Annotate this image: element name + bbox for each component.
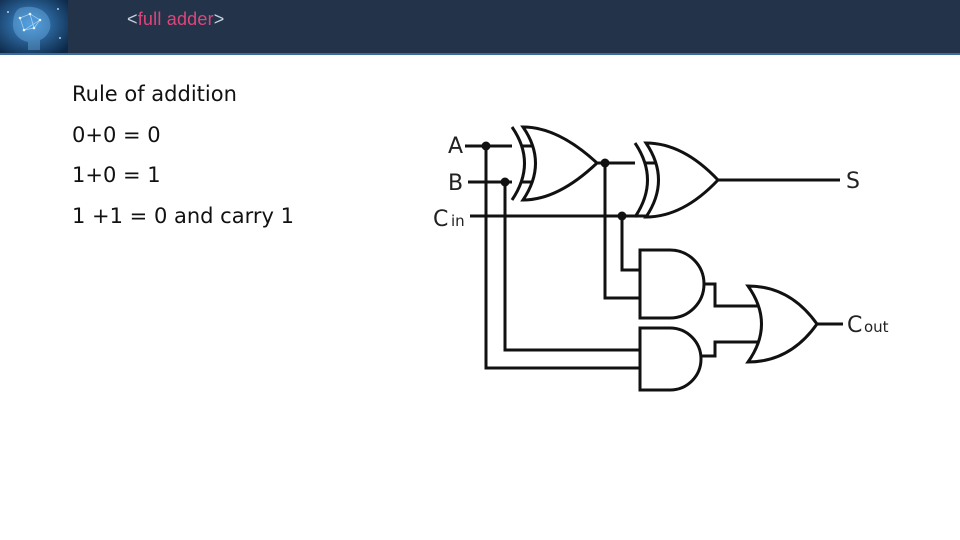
addition-rules: Rule of addition 0+0 = 0 1+0 = 1 1 +1 = … — [72, 78, 294, 240]
xor-gate-2 — [633, 141, 721, 219]
junction-dot — [500, 177, 510, 187]
and-gate-1 — [638, 248, 706, 320]
brain-logo-icon — [0, 0, 68, 53]
output-label-cout-sub: out — [864, 318, 889, 336]
title-close-bracket: > — [213, 9, 225, 29]
wire-and1-to-or — [700, 282, 765, 308]
rules-heading: Rule of addition — [72, 82, 237, 106]
junction-dot — [617, 211, 627, 221]
wire-cin-to-and1 — [620, 216, 640, 272]
wire-xor1-to-and1 — [603, 163, 640, 300]
input-label-a: A — [448, 134, 463, 159]
wire-and2-to-or — [700, 340, 765, 358]
output-label-cout: C — [847, 313, 862, 338]
rule-line-3: 1 +1 = 0 and carry 1 — [72, 203, 294, 228]
wire-a-to-and2 — [484, 146, 640, 370]
wire-b-to-and2 — [503, 182, 640, 352]
title-open-bracket: < — [127, 9, 138, 29]
or-gate — [745, 284, 819, 364]
input-label-cin: C — [433, 207, 448, 232]
input-label-b: B — [448, 171, 463, 196]
junction-dot — [481, 141, 491, 151]
full-adder-circuit-diagram: A B C in S C out — [433, 125, 889, 392]
rule-line-2: 1+0 = 1 — [72, 163, 161, 187]
slide-header: <full adder> — [0, 0, 960, 55]
junction-dot — [600, 158, 610, 168]
xor-gate-1 — [510, 125, 600, 202]
output-label-sum: S — [846, 169, 860, 194]
input-label-cin-sub: in — [451, 212, 465, 230]
and-gate-2 — [638, 326, 703, 392]
rule-line-1: 0+0 = 0 — [72, 122, 161, 147]
slide-title: <full adder> — [127, 9, 225, 30]
title-text: full adder — [137, 9, 214, 29]
